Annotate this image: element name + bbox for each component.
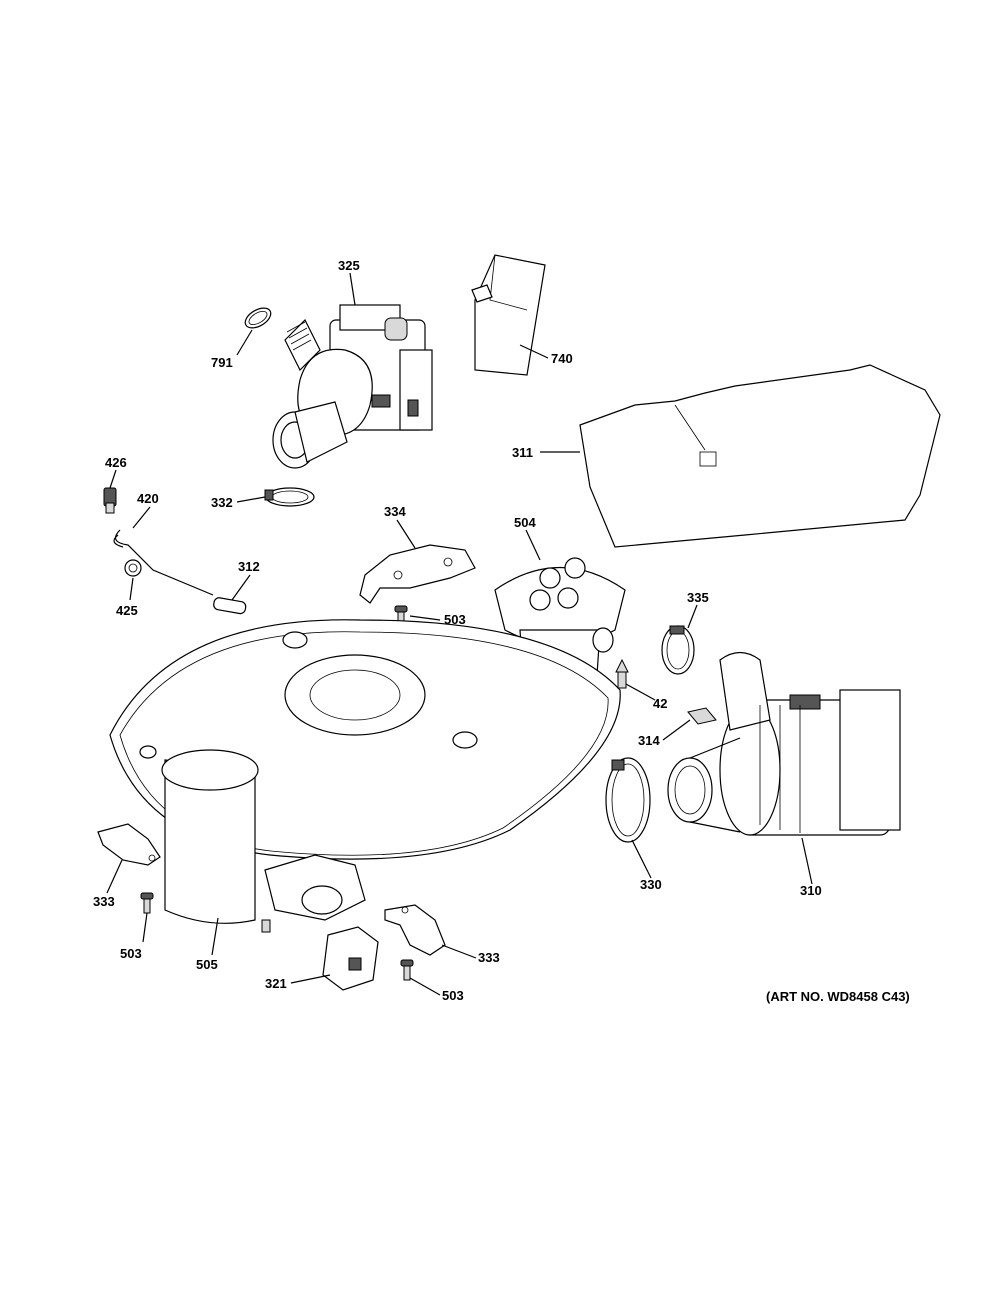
bracket-333b (384, 904, 446, 956)
screw-503b (140, 892, 154, 914)
art-number: (ART NO. WD8458 C43) (766, 989, 910, 1004)
screw-426 (103, 487, 117, 514)
hose-312 (213, 597, 247, 615)
screw-503a (394, 605, 408, 627)
callout-503-b: 503 (120, 946, 142, 961)
drain-pump-325 (272, 304, 433, 469)
screw-503c (400, 959, 414, 981)
tube-420 (113, 529, 214, 596)
bracket-333a (97, 823, 161, 866)
callout-325: 325 (338, 258, 360, 273)
callout-425: 425 (116, 603, 138, 618)
clamp-330 (605, 757, 651, 843)
callout-420: 420 (137, 491, 159, 506)
callout-310: 310 (800, 883, 822, 898)
callout-labels: 325 791 740 311 426 420 425 332 312 334 … (93, 258, 822, 1003)
callout-314: 314 (638, 733, 660, 748)
callout-426: 426 (105, 455, 127, 470)
callout-312: 312 (238, 559, 260, 574)
callout-504: 504 (514, 515, 536, 530)
leader-lines (106, 272, 813, 996)
pad-314 (687, 707, 717, 725)
sensor-321 (322, 926, 379, 991)
callout-321: 321 (265, 976, 287, 991)
insulation-pad-311 (579, 364, 941, 548)
callout-330: 330 (640, 877, 662, 892)
circulation-pump-310 (667, 651, 901, 836)
cover-740 (471, 254, 546, 376)
callout-334: 334 (384, 504, 406, 519)
callout-335: 335 (687, 590, 709, 605)
clamp-791 (244, 307, 272, 329)
callout-740: 740 (551, 351, 573, 366)
callout-503-a: 503 (444, 612, 466, 627)
clamp-335 (661, 625, 695, 675)
clamp-332 (264, 487, 315, 507)
callout-333-a: 333 (93, 894, 115, 909)
grommet-425 (124, 559, 142, 577)
sump-505 (109, 619, 621, 933)
bracket-334 (359, 544, 476, 604)
callout-791: 791 (211, 355, 233, 370)
callout-332: 332 (211, 495, 233, 510)
callout-505: 505 (196, 957, 218, 972)
callout-42: 42 (653, 696, 667, 711)
callout-333-b: 333 (478, 950, 500, 965)
screw-42 (615, 658, 629, 689)
callout-503-c: 503 (442, 988, 464, 1003)
callout-311: 311 (512, 445, 533, 460)
